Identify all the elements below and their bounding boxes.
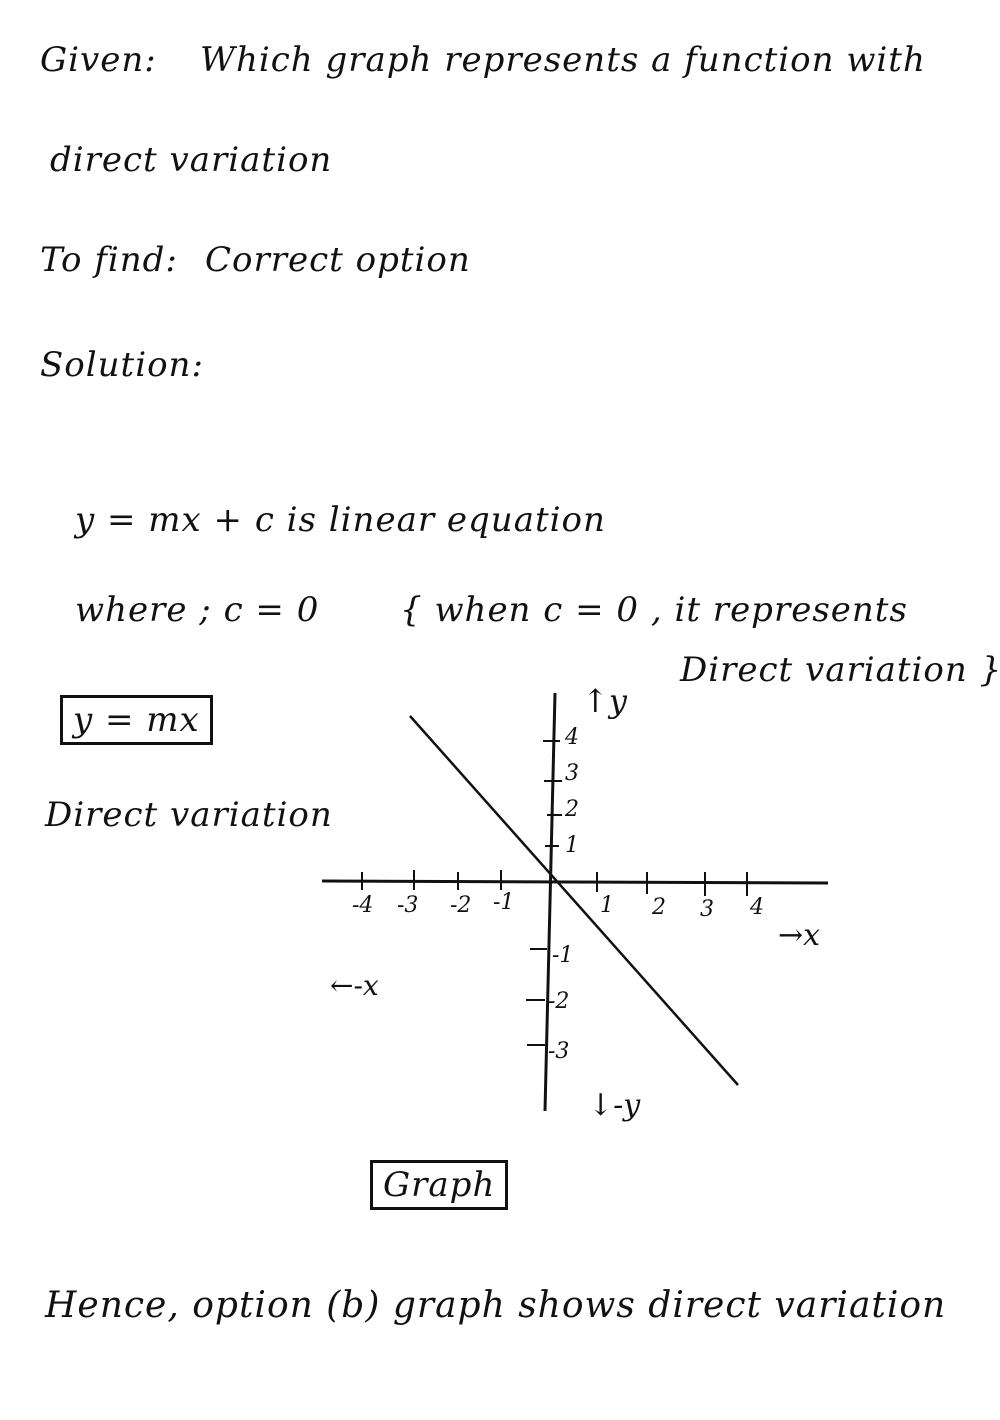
conclusion: Hence, option (b) graph shows direct var… — [45, 1285, 947, 1326]
neg-x-label: ←-x — [330, 969, 379, 1002]
svg-text:-3: -3 — [397, 893, 418, 918]
svg-text:-3: -3 — [548, 1039, 569, 1064]
boxed-formula: y = mx — [60, 695, 213, 745]
solution-label: Solution: — [40, 345, 204, 385]
plotted-line — [409, 715, 739, 1086]
svg-text:-2: -2 — [548, 989, 569, 1014]
svg-text:4: 4 — [749, 895, 764, 920]
given-label: Given: — [40, 40, 157, 80]
svg-text:2: 2 — [651, 895, 666, 920]
svg-text:-2: -2 — [450, 893, 471, 918]
x-axis-label: →x — [778, 918, 820, 953]
formula-caption: Direct variation — [45, 795, 333, 835]
svg-text:-4: -4 — [352, 893, 373, 918]
y-axis-label: ↑y — [582, 682, 628, 720]
y-tick-labels: 4 3 2 1 -1 -2 -3 — [548, 725, 579, 1064]
given-text-line1: Which graph represents a function with — [200, 40, 926, 80]
equation-line: y = mx + c is linear equation — [75, 500, 606, 540]
svg-text:-1: -1 — [493, 890, 514, 915]
neg-y-label: ↓-y — [588, 1088, 641, 1123]
y-tick-marks — [526, 740, 562, 1046]
y-axis — [543, 692, 557, 1112]
given-text-line2: direct variation — [50, 140, 333, 180]
svg-text:3: 3 — [565, 761, 579, 786]
svg-text:1: 1 — [565, 833, 579, 858]
graph-caption: Graph — [370, 1160, 509, 1210]
svg-text:1: 1 — [600, 893, 614, 918]
x-axis — [321, 879, 829, 885]
note-line1: { when c = 0 , it represents — [400, 590, 908, 630]
to-find-text: Correct option — [205, 240, 471, 280]
where-line: where ; c = 0 — [75, 590, 320, 630]
svg-text:-1: -1 — [552, 943, 573, 968]
svg-text:2: 2 — [564, 797, 579, 822]
to-find-label: To find: — [40, 240, 178, 280]
note-line2: Direct variation } — [680, 650, 1000, 690]
x-tick-labels: -4 -3 -2 -1 1 2 3 4 — [352, 890, 764, 922]
x-tick-marks — [361, 870, 748, 896]
svg-text:4: 4 — [564, 725, 579, 750]
svg-text:3: 3 — [700, 897, 714, 922]
